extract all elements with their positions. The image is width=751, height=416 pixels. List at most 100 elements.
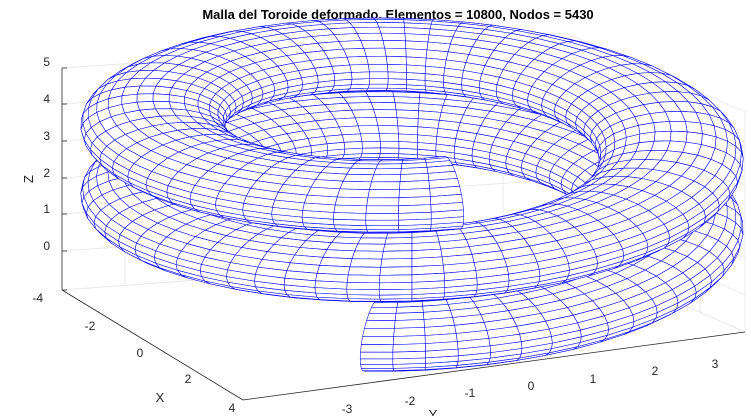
mesh-element [380,32,406,42]
x-axis-label: X [156,390,165,405]
mesh-element [399,180,430,190]
y-tick-labels: -3 -2 -1 0 1 2 3 [342,357,719,416]
mesh-element [669,121,688,133]
mesh-element [670,130,688,143]
y-tick-label: 0 [528,379,535,393]
mesh-element [393,327,426,337]
mesh-element [394,312,425,321]
mesh-element [365,205,399,214]
mesh-element [387,71,407,80]
mesh-element [369,78,389,85]
mesh-element [354,243,386,252]
z-tick-label: 2 [43,166,50,180]
mesh-element [365,91,395,97]
mesh-element [343,96,372,104]
mesh-element [654,130,672,142]
mesh-element [357,237,387,245]
mesh-element [396,117,419,128]
x-tick-label: 4 [229,401,236,415]
x-tick-label: 2 [185,372,192,386]
mesh-element [387,78,407,85]
mesh-element [362,328,395,337]
mesh-element [364,320,396,329]
mesh-element [360,153,381,158]
x-tick-label: -2 [85,319,96,333]
mesh-element [384,237,413,245]
mesh-element [376,22,405,28]
mesh-element [371,174,401,183]
z-tick-label: 4 [43,92,50,106]
mesh-element [136,85,157,95]
mesh-element [346,56,369,66]
mesh-element [347,102,374,111]
mesh-element [366,229,400,233]
mesh-element [365,225,399,230]
mesh-element [379,140,400,149]
mesh-element [398,133,418,143]
mesh-element [370,102,397,111]
mesh-element [338,125,361,136]
torus-mesh [80,17,744,372]
mesh-element [398,196,432,207]
y-tick-label: -1 [465,386,476,400]
mesh-element [366,313,397,321]
mesh-element [152,101,172,110]
mesh-element [357,125,380,135]
mesh-element [406,72,426,81]
mesh-element [395,109,419,119]
z-tick-label: 5 [43,55,50,69]
z-tick-label: -4 [32,291,43,305]
mesh-element [349,64,370,73]
mesh-element [365,213,399,221]
mesh-element [653,121,672,133]
mesh-element [394,319,425,329]
y-tick-label: 3 [712,357,719,371]
mesh-element [356,32,384,41]
mesh-element [366,197,400,207]
mesh-element [351,71,371,80]
mesh-element [341,133,363,143]
mesh-element [339,180,372,190]
mesh-element [378,26,406,34]
mesh-element [369,181,401,190]
mesh-element [394,102,420,111]
mesh-element [349,258,383,268]
y-tick-label: 1 [590,372,597,386]
mesh-element [373,168,402,176]
mesh-element [326,142,346,151]
mesh-element [392,343,426,353]
mesh-element [367,189,400,199]
mesh-element [368,96,396,103]
mesh-element [398,204,432,214]
mesh-element [351,250,384,260]
mesh-element [386,64,407,73]
mesh-element [361,147,381,154]
mesh-element [351,109,377,119]
mesh-element [342,173,374,183]
mesh-element [377,125,399,135]
mesh-element [363,47,387,57]
mesh-element [382,40,407,49]
z-tick-label: 3 [43,129,50,143]
mesh-element [136,93,154,103]
mesh-element [343,48,367,58]
mesh-element [384,47,407,58]
z-axis-label: Z [21,175,36,183]
mesh-element [379,266,413,276]
y-tick-label: 2 [652,364,659,378]
y-axis-label: Y [429,407,438,416]
mesh-element [361,140,381,149]
mesh-element [379,274,413,284]
mesh-element [359,358,394,365]
mesh-element [336,188,370,199]
mesh-element [406,64,426,74]
mesh-element [331,64,352,74]
mesh-element [347,266,382,276]
mesh-element [360,40,385,49]
mesh-element [375,117,399,127]
mesh-element [317,73,336,83]
z-tick-label: 0 [43,239,50,253]
mesh-element [361,336,394,345]
mesh-element [411,280,446,290]
